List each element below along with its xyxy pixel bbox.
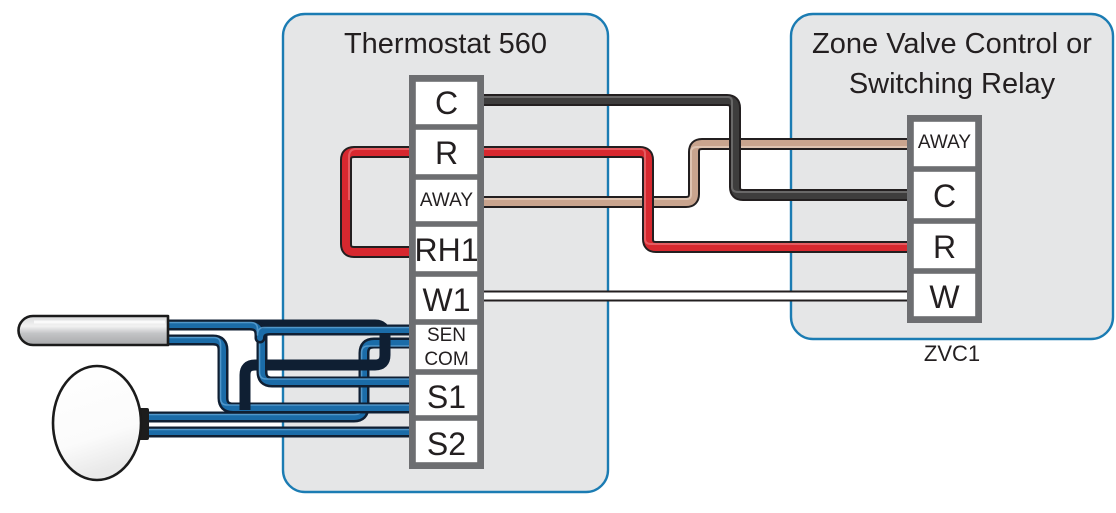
thermostat-terminal-com: COM bbox=[424, 349, 469, 370]
thermostat-terminal-s1: S1 bbox=[426, 379, 467, 415]
zvc-terminal-w: W bbox=[929, 279, 960, 315]
rh1-jumper bbox=[340, 146, 424, 258]
zvc-terminal-c: C bbox=[932, 178, 957, 214]
r-wire bbox=[470, 146, 912, 253]
thermostat-title: Thermostat 560 bbox=[343, 28, 548, 60]
zone-valve-title-line1: Zone Valve Control or bbox=[812, 28, 1092, 60]
thermostat-terminal-away: AWAY bbox=[419, 190, 474, 211]
sen-wire-upper-run bbox=[160, 319, 424, 344]
thermostat-terminal-r: R bbox=[434, 135, 459, 171]
thermostat-terminal-c: C bbox=[434, 85, 459, 121]
zvc-terminal-r: R bbox=[932, 229, 957, 265]
round-remote-sensor bbox=[51, 364, 149, 482]
thermostat-terminal-block bbox=[409, 75, 484, 469]
zone-valve-title-line2: Switching Relay bbox=[848, 68, 1056, 100]
zvc-terminal-away: AWAY bbox=[917, 132, 972, 153]
thermostat-terminal-rh1: RH1 bbox=[414, 232, 479, 268]
s2-wire bbox=[140, 426, 424, 438]
thermostat-terminal-s2: S2 bbox=[426, 426, 467, 462]
c-wire bbox=[470, 94, 912, 201]
zvc-caption: ZVC1 bbox=[923, 341, 981, 366]
thermostat-terminal-sen: SEN bbox=[426, 325, 467, 346]
away-wire bbox=[470, 138, 912, 208]
zvc-terminal-block bbox=[907, 115, 982, 323]
thermostat-terminal-w1: W1 bbox=[422, 282, 471, 318]
com-wire bbox=[160, 334, 424, 414]
outdoor-probe-sensor bbox=[17, 314, 170, 347]
